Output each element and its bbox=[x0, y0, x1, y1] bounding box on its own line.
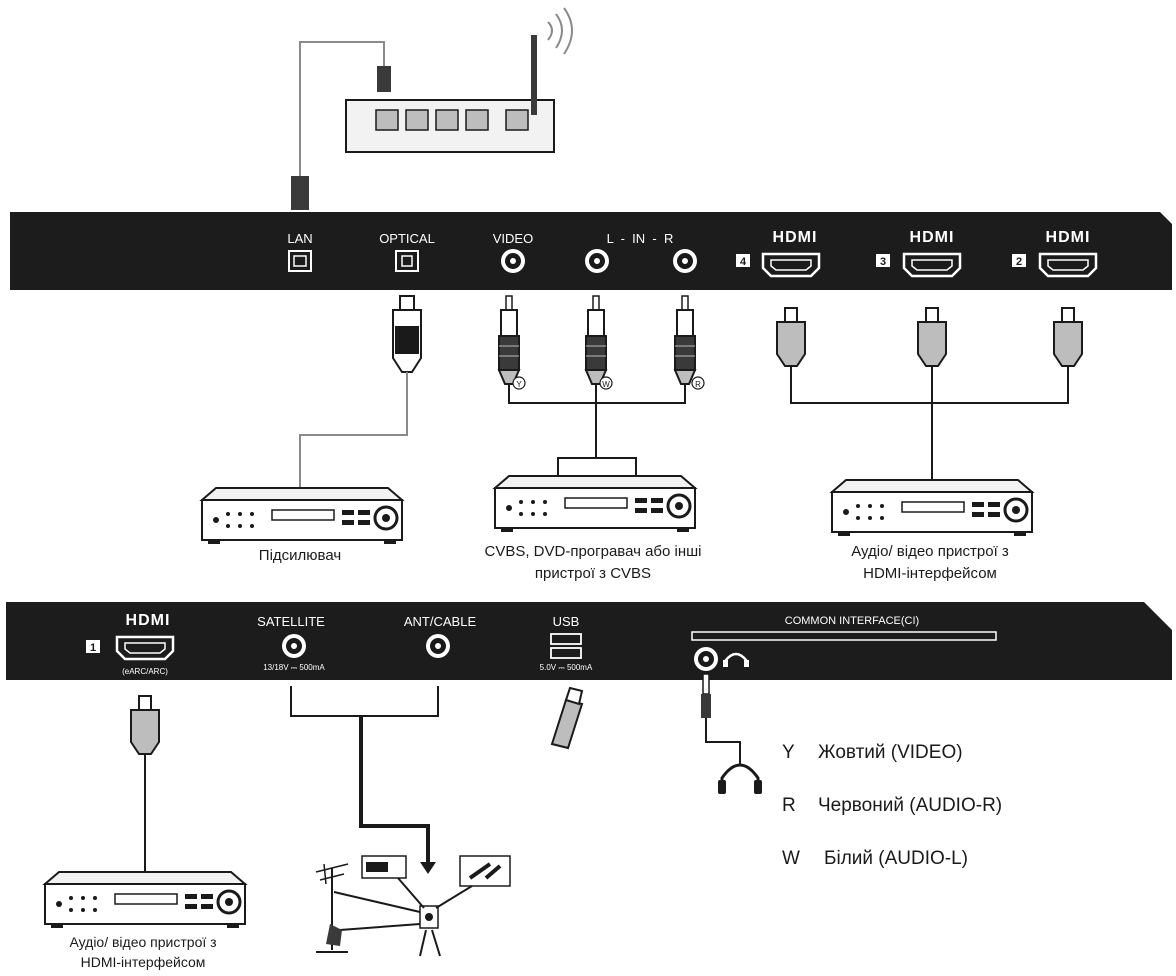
usb-stick-icon bbox=[550, 686, 584, 750]
hdmi-device2-label-line1: Аудіо/ відео пристрої з bbox=[69, 934, 216, 950]
audio-in-label: L - IN - R bbox=[607, 231, 674, 246]
headphone-icon bbox=[724, 652, 748, 666]
hdmi-av-device bbox=[830, 478, 1034, 538]
usb-power-label: 5.0V ⎓ 500mA bbox=[540, 663, 593, 672]
hdmi-device2-label-line2: HDMI-інтерфейсом bbox=[81, 954, 206, 970]
hdmi1-earc-label: (eARC/ARC) bbox=[122, 667, 168, 676]
legend-letter-y: Y bbox=[782, 742, 795, 763]
video-label: VIDEO bbox=[493, 231, 533, 246]
svg-text:2: 2 bbox=[1016, 256, 1022, 268]
rca-audio-l-plug bbox=[585, 295, 607, 385]
ci-slot bbox=[691, 631, 997, 641]
hdmi4-number-badge bbox=[736, 254, 750, 267]
hdmi-device-label-line1: Аудіо/ відео пристрої з bbox=[851, 543, 1009, 560]
optical-port-icon bbox=[395, 250, 419, 272]
legend-text-r: Червоний (AUDIO-R) bbox=[818, 795, 1002, 816]
lan-cable bbox=[299, 41, 385, 178]
svg-text:W: W bbox=[602, 380, 610, 389]
hdmi3-number-badge bbox=[876, 254, 890, 267]
optical-cable bbox=[299, 372, 408, 488]
svg-text:3: 3 bbox=[880, 256, 886, 268]
svg-text:R: R bbox=[695, 380, 701, 389]
hdmi2-number-badge bbox=[1012, 254, 1026, 267]
arrow-down-icon bbox=[420, 862, 436, 874]
svg-text:1: 1 bbox=[90, 642, 96, 654]
svg-text:4: 4 bbox=[740, 256, 747, 268]
rca-video-plug bbox=[498, 295, 520, 385]
hdmi-av-device-2 bbox=[43, 870, 247, 930]
ant-cable-jack-icon bbox=[426, 634, 450, 658]
cable-mark-r: R bbox=[691, 376, 705, 390]
hdmi1-logo: HDMI bbox=[126, 612, 171, 629]
satellite-label: SATELLITE bbox=[257, 614, 325, 629]
antenna-icon bbox=[531, 35, 537, 115]
hdmi-device-label-line2: HDMI-інтерфейсом bbox=[863, 565, 997, 582]
hdmi2-logo: HDMI bbox=[1046, 229, 1091, 246]
audio-r-jack-icon bbox=[673, 249, 697, 273]
rca-audio-r-plug bbox=[674, 295, 696, 385]
lan-label: LAN bbox=[287, 231, 312, 246]
hdmi3-logo: HDMI bbox=[910, 229, 955, 246]
legend-text-y: Жовтий (VIDEO) bbox=[818, 742, 963, 763]
svg-text:Y: Y bbox=[516, 380, 522, 389]
hdmi2-plug bbox=[1053, 307, 1083, 367]
hdmi1-plug bbox=[130, 695, 160, 755]
hdmi4-plug bbox=[776, 307, 806, 367]
cvbs-label-line2: пристрої з CVBS bbox=[535, 565, 651, 582]
satellite-power-label: 13/18V ⎓ 500mA bbox=[263, 663, 325, 672]
ci-label: COMMON INTERFACE(CI) bbox=[785, 615, 919, 627]
legend-letter-r: R bbox=[782, 795, 796, 816]
amplifier-label: Підсилювач bbox=[259, 547, 341, 564]
cvbs-label-line1: CVBS, DVD-програвач або інші bbox=[484, 543, 701, 560]
cable-mark-y: Y bbox=[512, 376, 526, 390]
ant-cable-label: ANT/CABLE bbox=[404, 614, 477, 629]
antenna-splitter-illustration bbox=[315, 855, 511, 957]
video-jack-icon bbox=[501, 249, 525, 273]
router bbox=[345, 7, 573, 153]
color-legend: Y Жовтий (VIDEO) R Червоний (AUDIO-R) W … bbox=[782, 742, 1002, 869]
legend-letter-w: W bbox=[782, 848, 800, 869]
legend-text-w: Білий (AUDIO-L) bbox=[824, 848, 968, 869]
hdmi4-logo: HDMI bbox=[773, 229, 818, 246]
usb-port-icon bbox=[550, 633, 582, 659]
lan-plug-icon bbox=[377, 66, 391, 92]
optical-label: OPTICAL bbox=[379, 231, 435, 246]
usb-label: USB bbox=[553, 614, 580, 629]
headphone-jack-icon bbox=[694, 647, 718, 671]
antenna-cable bbox=[290, 686, 439, 717]
optical-plug-icon bbox=[392, 295, 422, 373]
cable-mark-w: W bbox=[599, 376, 613, 390]
headphone-plug-illustration bbox=[701, 673, 762, 794]
amplifier-device bbox=[200, 486, 404, 546]
bottom-connector-panel bbox=[6, 602, 1172, 680]
audio-l-jack-icon bbox=[585, 249, 609, 273]
hdmi-cable bbox=[790, 366, 1069, 404]
lan-port-icon bbox=[288, 250, 312, 272]
satellite-jack-icon bbox=[282, 634, 306, 658]
hdmi1-number-badge bbox=[86, 640, 100, 653]
hdmi3-plug bbox=[917, 307, 947, 367]
cvbs-dvd-device bbox=[493, 474, 697, 534]
lan-plug-icon bbox=[291, 176, 309, 210]
wifi-signal-icon bbox=[547, 21, 553, 41]
